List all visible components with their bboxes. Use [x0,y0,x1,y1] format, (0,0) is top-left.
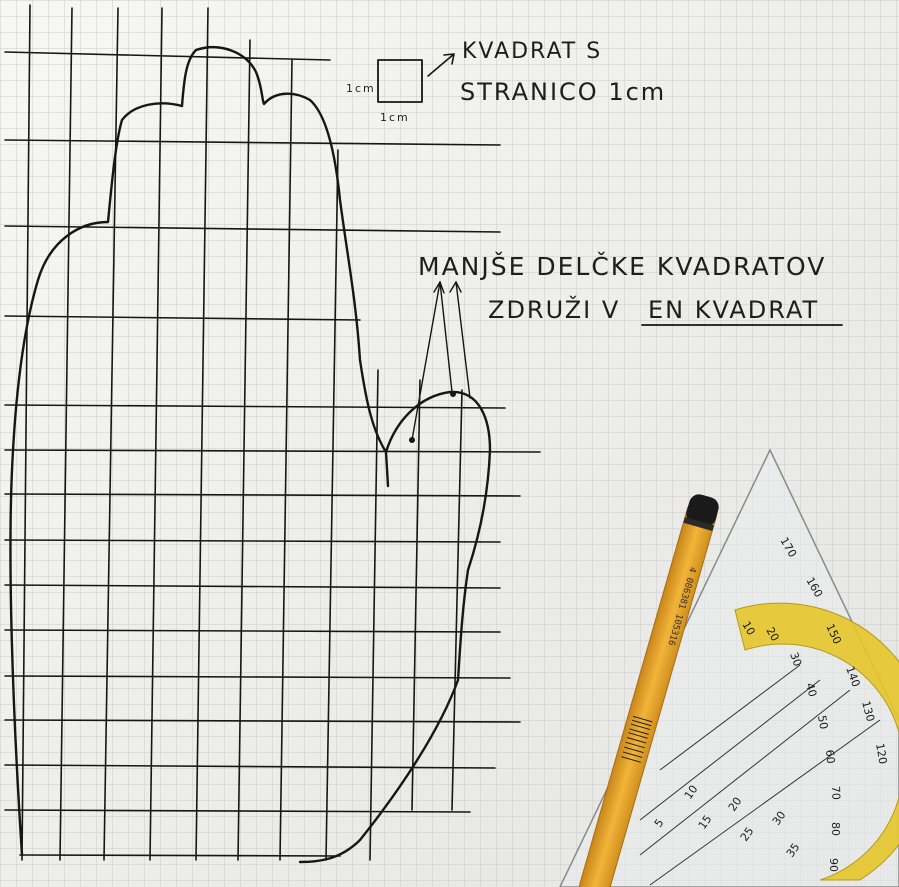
square-side-left-label: 1cm [346,82,376,95]
note-line2-prefix: ZDRUŽI V [488,295,620,324]
protractor-number: 90 [827,858,840,872]
protractor-number: 70 [829,786,842,800]
marker-dot [450,391,456,397]
note-line1: MANJŠE DELČKE KVADRATOV [418,251,826,281]
protractor-number: 50 [815,714,830,730]
protractor-number: 80 [829,822,842,836]
square-side-bottom-label: 1cm [380,111,410,124]
marker-dot [409,437,415,443]
protractor-number: 60 [823,749,837,764]
square-title-line1: KVADRAT S [462,39,602,64]
note-line2-underlined: EN KVADRAT [648,296,819,324]
square-title-line2: STRANICO 1cm [460,78,666,106]
